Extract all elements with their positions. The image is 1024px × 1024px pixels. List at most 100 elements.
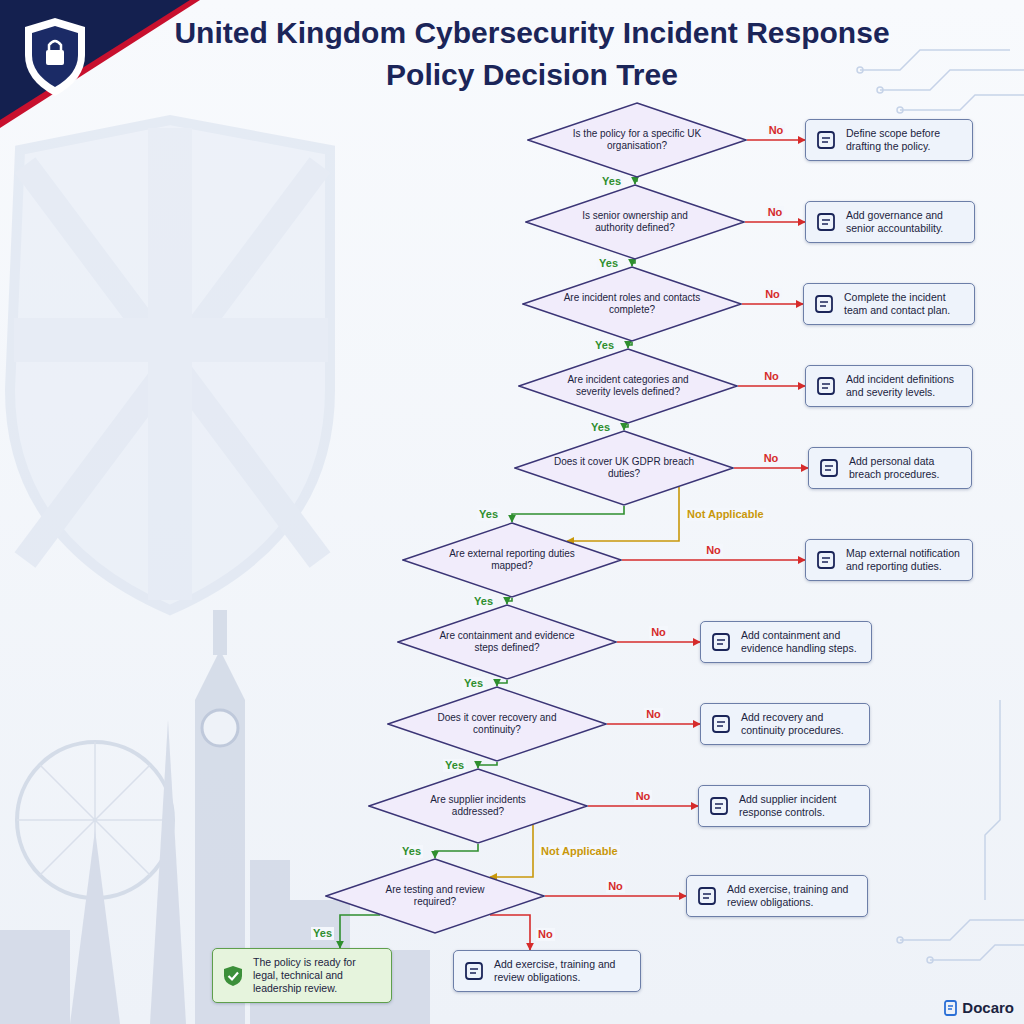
decision-diamond: Are incident categories and severity lev…: [518, 348, 738, 424]
decision-text: Are incident categories and severity lev…: [557, 374, 699, 398]
flow-connector: [628, 342, 632, 348]
decision-diamond: Is the policy for a specific UK organisa…: [527, 102, 747, 178]
flow-connector: [512, 506, 624, 522]
decision-text: Does it cover recovery and continuity?: [426, 712, 568, 736]
flow-connector: [478, 762, 497, 768]
action-box: Add supplier incident response controls.: [698, 785, 870, 827]
brand-watermark: Docaro: [943, 999, 1014, 1016]
action-box: Complete the incident team and contact p…: [803, 283, 975, 325]
box-icon: [815, 549, 837, 571]
box-text: Add incident definitions and severity le…: [846, 373, 964, 399]
box-text: Add containment and evidence handling st…: [741, 629, 863, 655]
diamond-shape: [526, 185, 744, 259]
box-icon: [696, 885, 718, 907]
edge-label: Yes: [462, 677, 485, 690]
flow-connector: [435, 844, 478, 858]
action-box: Add exercise, training and review obliga…: [453, 950, 641, 992]
box-text: The policy is ready for legal, technical…: [253, 956, 383, 995]
edge-label: Yes: [443, 759, 466, 772]
decision-text: Are supplier incidents addressed?: [407, 794, 549, 818]
flow-connector: [632, 260, 635, 266]
flow-connector: [622, 559, 805, 561]
box-icon: [463, 960, 485, 982]
edge-label: Not Applicable: [539, 845, 620, 858]
outcome-box: The policy is ready for legal, technical…: [212, 948, 392, 1003]
flow-connector: [734, 467, 808, 469]
decision-diamond: Does it cover UK GDPR breach duties?: [514, 430, 734, 506]
edge-label: Yes: [400, 845, 423, 858]
edge-label: Yes: [593, 339, 616, 352]
box-icon: [815, 129, 837, 151]
edge-label: No: [767, 124, 786, 137]
flow-connector: [607, 723, 700, 725]
decision-text: Are testing and review required?: [364, 884, 506, 908]
flow-connector: [490, 915, 530, 950]
flow-connector: [588, 805, 698, 807]
decision-text: Is senior ownership and authority define…: [564, 210, 706, 234]
edge-label: No: [763, 288, 782, 301]
brand-text: Docaro: [962, 999, 1014, 1016]
diamond-shape: [515, 431, 733, 505]
edge-label: Not Applicable: [685, 508, 766, 521]
diamond-shape: [523, 267, 741, 341]
action-box: Add governance and senior accountability…: [805, 201, 975, 243]
edge-label: Yes: [589, 421, 612, 434]
edge-label: No: [762, 370, 781, 383]
action-box: Map external notification and reporting …: [805, 539, 973, 581]
edge-label: Yes: [600, 175, 623, 188]
box-icon: [815, 211, 837, 233]
edge-label: Yes: [477, 508, 500, 521]
edge-label: No: [644, 708, 663, 721]
decision-diamond: Is senior ownership and authority define…: [525, 184, 745, 260]
decision-diamond: Does it cover recovery and continuity?: [387, 686, 607, 762]
decision-text: Is the policy for a specific UK organisa…: [566, 128, 708, 152]
action-box: Add personal data breach procedures.: [808, 447, 972, 489]
edge-label: No: [634, 790, 653, 803]
box-text: Add recovery and continuity procedures.: [741, 711, 861, 737]
box-icon: [813, 293, 835, 315]
edge-label: No: [766, 206, 785, 219]
box-icon: [708, 795, 730, 817]
diamond-shape: [528, 103, 746, 177]
edge-label: Yes: [597, 257, 620, 270]
decision-diamond: Are containment and evidence steps defin…: [397, 604, 617, 680]
diamond-shape: [326, 859, 544, 933]
box-text: Add exercise, training and review obliga…: [494, 958, 632, 984]
action-box: Add recovery and continuity procedures.: [700, 703, 870, 745]
box-icon: [710, 631, 732, 653]
faint-shield: [10, 120, 330, 610]
box-icon: [710, 713, 732, 735]
box-text: Add supplier incident response controls.: [739, 793, 861, 819]
flow-connector: [624, 424, 628, 430]
action-box: Add exercise, training and review obliga…: [686, 875, 868, 917]
flow-connector: [507, 598, 512, 604]
box-icon: [818, 457, 840, 479]
flow-connector: [340, 915, 380, 948]
edge-label: No: [536, 928, 555, 941]
flow-connector: [745, 221, 805, 223]
decision-text: Are containment and evidence steps defin…: [436, 630, 578, 654]
flow-connector: [747, 139, 805, 141]
flow-connector: [617, 641, 700, 643]
decision-diamond: Are supplier incidents addressed?: [368, 768, 588, 844]
decision-diamond: Are incident roles and contacts complete…: [522, 266, 742, 342]
box-icon: [815, 375, 837, 397]
box-text: Add governance and senior accountability…: [846, 209, 966, 235]
diagram-title: United Kingdom Cybersecurity Incident Re…: [152, 12, 912, 96]
flow-connector: [497, 680, 507, 686]
circuit-lines: [857, 50, 1024, 963]
check-shield-icon: [222, 965, 244, 987]
box-text: Add exercise, training and review obliga…: [727, 883, 859, 909]
decision-diamond: Are testing and review required?: [325, 858, 545, 934]
diamond-shape: [398, 605, 616, 679]
edge-label: Yes: [472, 595, 495, 608]
flow-connector: [742, 303, 803, 305]
diamond-shape: [519, 349, 737, 423]
decision-text: Are incident roles and contacts complete…: [561, 292, 703, 316]
edge-label: Yes: [311, 927, 334, 940]
corner-banner: [0, 0, 200, 128]
flow-connector: [635, 178, 637, 184]
decision-text: Are external reporting duties mapped?: [441, 548, 583, 572]
edge-label: No: [762, 452, 781, 465]
